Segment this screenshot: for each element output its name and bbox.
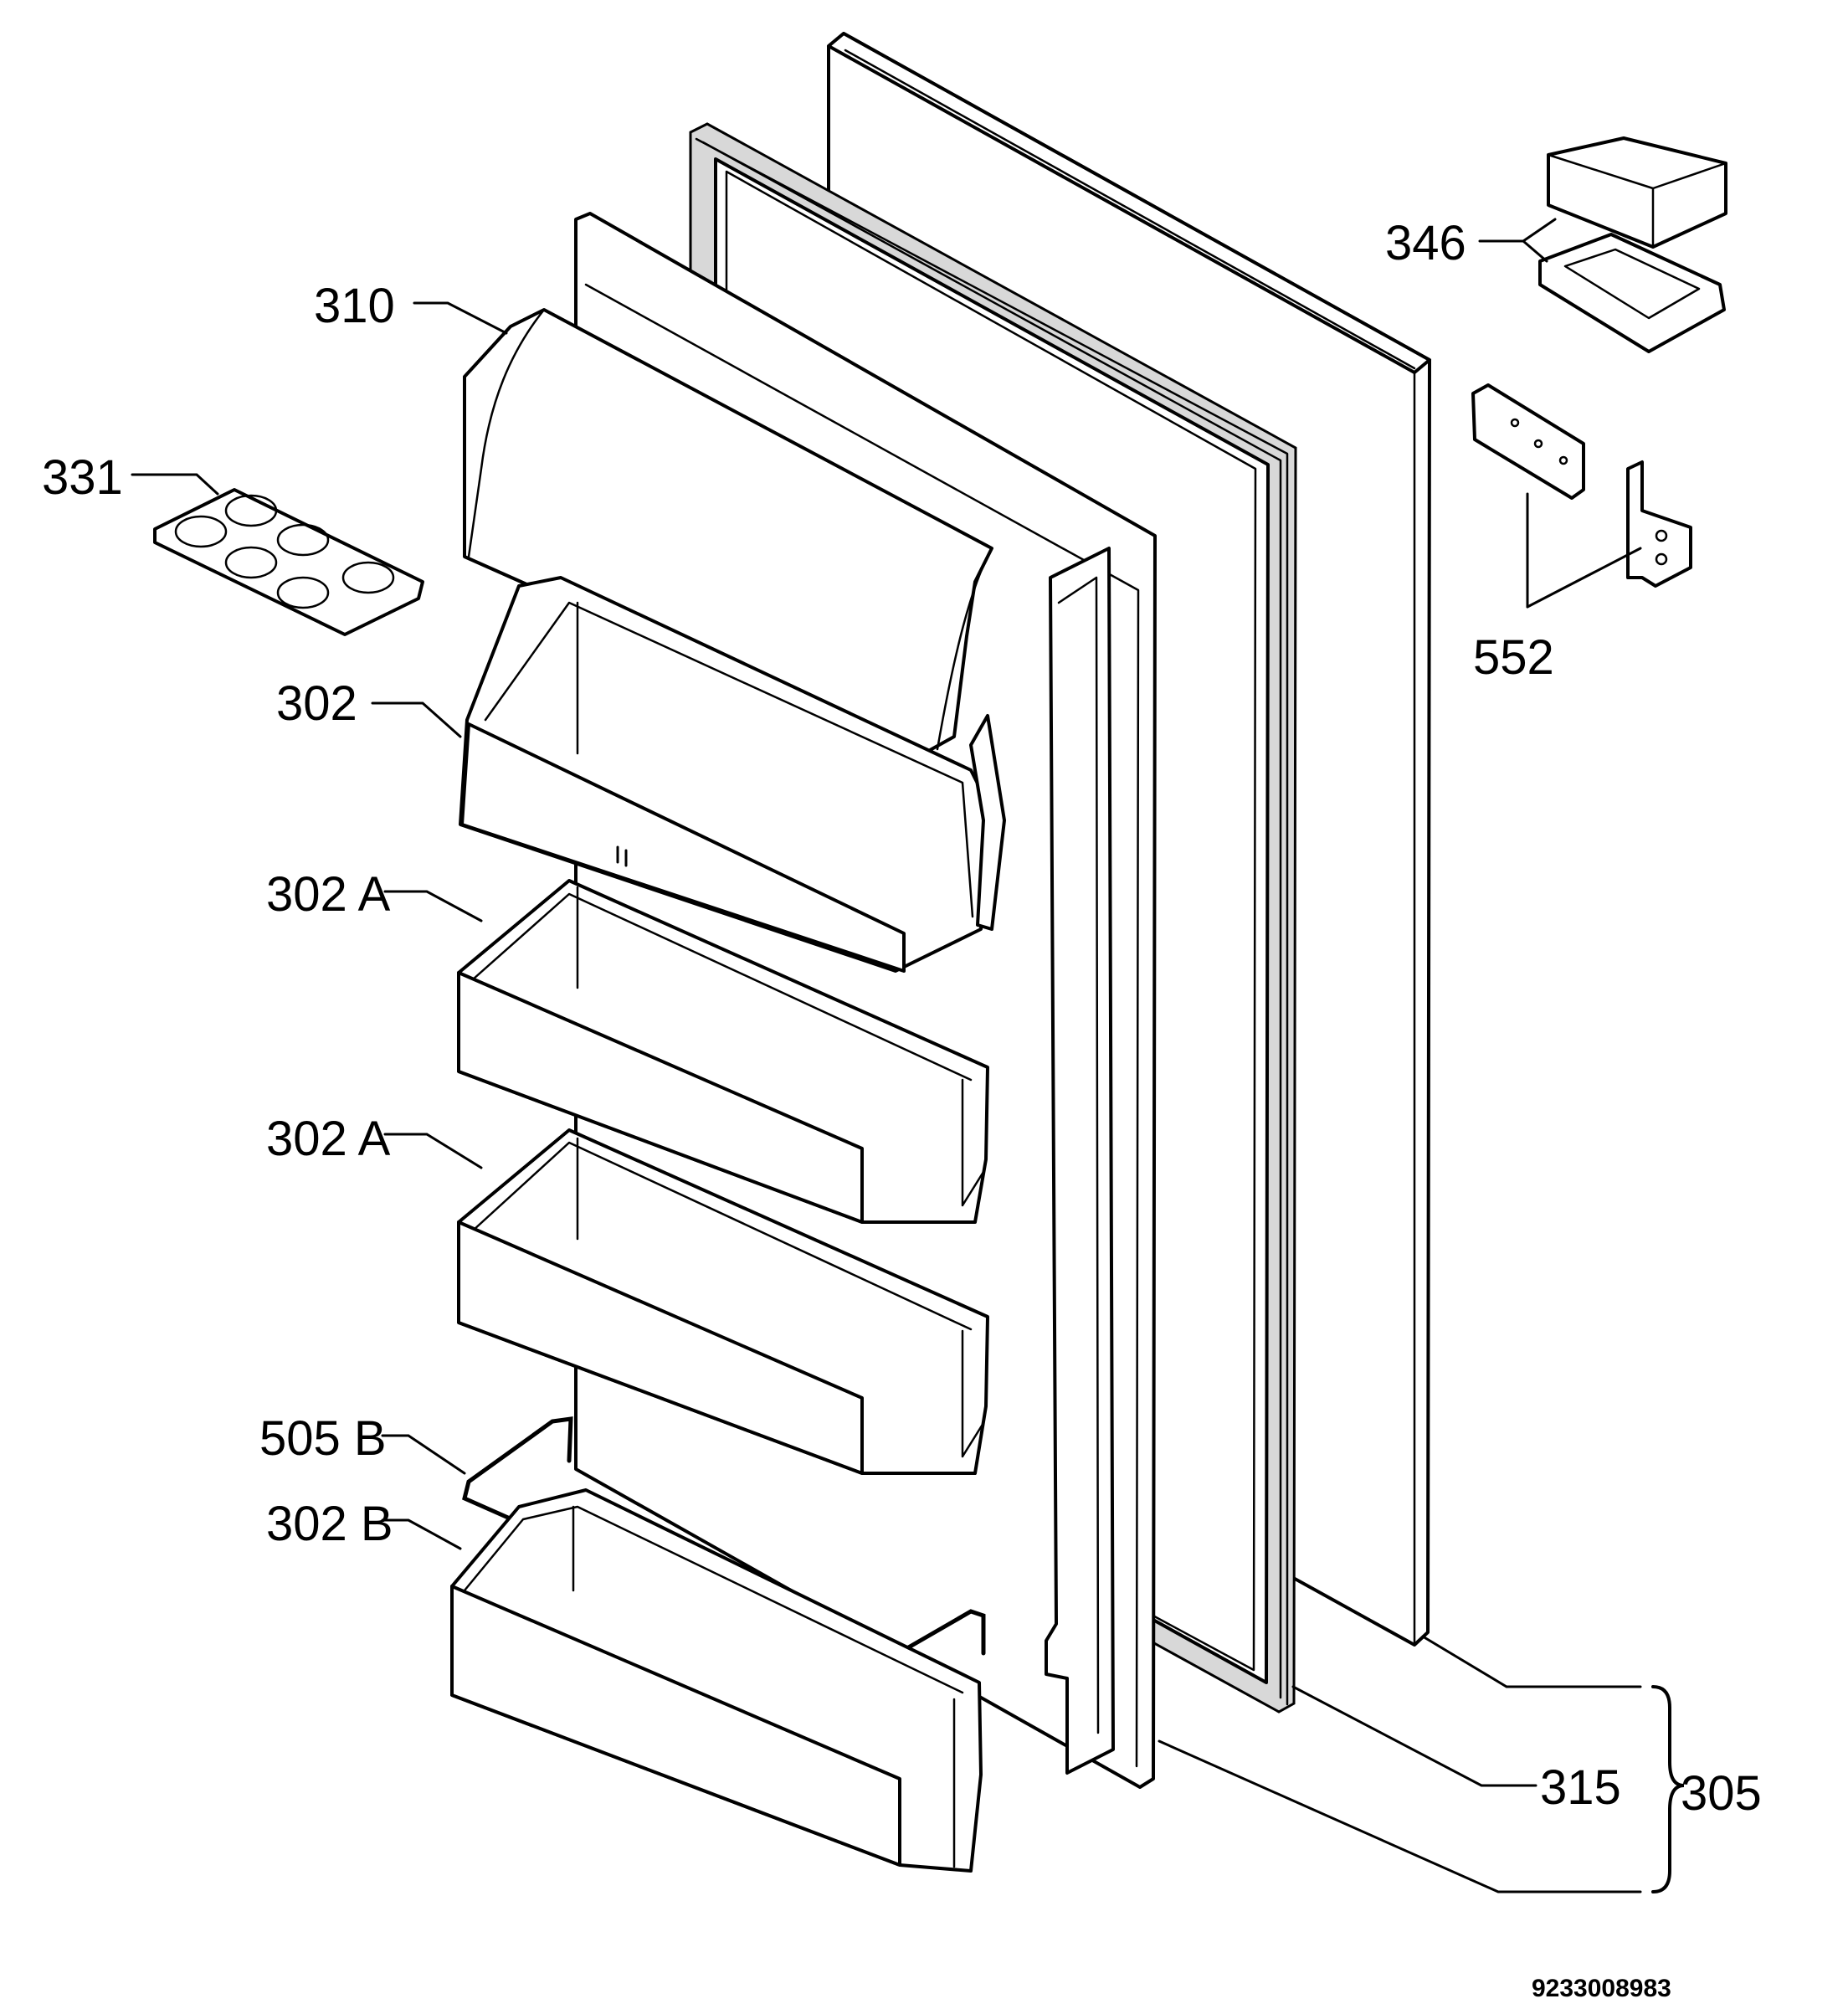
hinge-bracket-552 xyxy=(1626,460,1692,588)
label-346: 346 xyxy=(1385,216,1466,270)
label-505b: 505 B xyxy=(259,1411,387,1466)
document-number: 9233008983 xyxy=(1532,1975,1671,2002)
label-302a-upper: 302 A xyxy=(266,867,391,922)
hinge-plate-552 xyxy=(1471,383,1585,500)
door-shelf-302a-lower xyxy=(457,1128,989,1475)
label-310: 310 xyxy=(314,279,395,333)
latch-clip xyxy=(969,714,1006,931)
label-305: 305 xyxy=(1681,1766,1762,1821)
bottle-retainer-505b xyxy=(462,1416,986,1677)
egg-tray-331 xyxy=(153,488,424,636)
label-302: 302 xyxy=(276,676,357,731)
dairy-compartment-302 xyxy=(459,576,1006,973)
door-shelf-302a-upper xyxy=(457,879,989,1224)
leader-lines xyxy=(131,218,1642,1893)
label-315: 315 xyxy=(1540,1760,1621,1815)
label-302b: 302 B xyxy=(266,1497,393,1551)
label-302a-lower: 302 A xyxy=(266,1112,391,1166)
brace-305 xyxy=(1651,1685,1685,1893)
cover-346 xyxy=(1538,136,1727,353)
door-shelf-302b-bottom xyxy=(450,1488,983,1873)
label-331: 331 xyxy=(42,450,123,505)
label-552: 552 xyxy=(1473,630,1554,685)
